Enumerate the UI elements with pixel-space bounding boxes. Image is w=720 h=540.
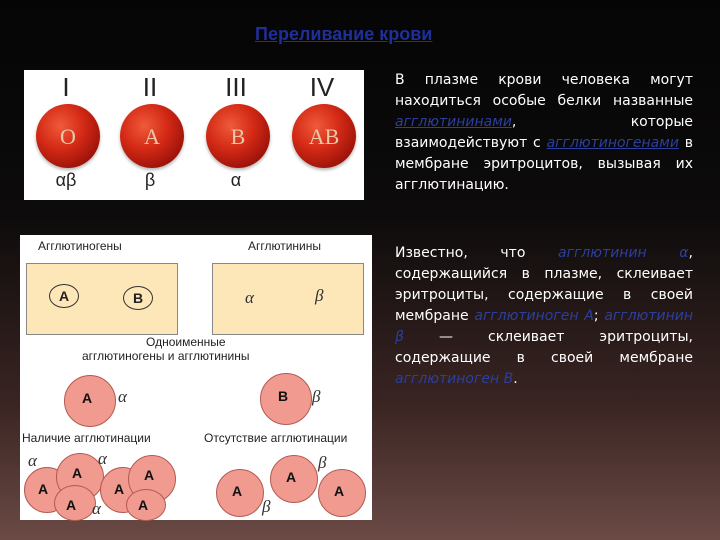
label-agglutination-present: Наличие агглютинации bbox=[22, 431, 151, 445]
text-fragment: . bbox=[513, 371, 518, 387]
group-antigen: O bbox=[60, 124, 76, 149]
agglutination-diagram: Агглютиногены Агглютинины A B α β Одноим… bbox=[20, 235, 372, 521]
label-agglutinins: Агглютинины bbox=[248, 239, 322, 253]
link-agglutinogens[interactable]: агглютиногенами bbox=[546, 135, 679, 151]
paragraph-agglutinins: В плазме крови человека могут находиться… bbox=[395, 70, 693, 196]
group-number: II bbox=[142, 72, 158, 102]
antigen-a-label: A bbox=[38, 481, 49, 497]
group-antigen: AB bbox=[308, 124, 340, 149]
text-fragment: — склеивает эритроциты, содержащие в сво… bbox=[395, 329, 693, 366]
agglutinin-beta-label: β bbox=[262, 497, 271, 516]
text-fragment: , содержащийся в плазме, склеивает эритр… bbox=[395, 245, 693, 324]
antigen-a-label: A bbox=[72, 465, 83, 481]
erythrocyte-cluster bbox=[126, 489, 166, 521]
label-agglutination-absent: Отсутствие агглютинации bbox=[204, 431, 348, 445]
text-fragment: в мембране эритроцитов, вызывая их агглю… bbox=[395, 135, 693, 193]
agglutinin-alpha-label: α bbox=[28, 451, 37, 470]
erythrocyte-a bbox=[64, 375, 116, 427]
label-agglutinogens: Агглютиногены bbox=[38, 239, 122, 253]
agglutinin-beta: β bbox=[315, 286, 324, 305]
antigen-a-label: A bbox=[66, 497, 77, 513]
erythrocyte bbox=[206, 104, 270, 168]
antigen-a-label: A bbox=[82, 390, 93, 406]
agglutinin-alpha-label: α bbox=[92, 499, 101, 518]
blood-group-2: II A β bbox=[110, 70, 190, 200]
agglutinin-alpha-label: α bbox=[118, 387, 127, 406]
antigen-a-label: A bbox=[114, 481, 125, 497]
antigen-b-label: B bbox=[278, 388, 289, 404]
group-number: III bbox=[225, 72, 247, 102]
group-antigen: B bbox=[230, 124, 246, 149]
erythrocyte-b bbox=[260, 373, 312, 425]
group-agglutinins: αβ bbox=[55, 170, 77, 190]
term-agglutinin-beta: агглютинин β bbox=[395, 308, 693, 345]
erythrocyte-free bbox=[318, 469, 366, 517]
antigen-a-label: A bbox=[138, 497, 149, 513]
erythrocyte bbox=[292, 104, 356, 168]
agglutinin-beta-label: β bbox=[312, 387, 321, 406]
erythrocyte-cluster bbox=[54, 485, 96, 521]
erythrocyte-free bbox=[216, 469, 264, 517]
blood-group-1: I O αβ bbox=[26, 70, 106, 200]
blood-groups-image: I O αβ II A β III B α IV AB bbox=[24, 70, 364, 200]
group-agglutinins: β bbox=[144, 170, 156, 190]
text-fragment: , которые взаимодействуют с bbox=[395, 114, 693, 151]
blood-group-3: III B α bbox=[196, 70, 276, 200]
antigen-a-label: A bbox=[144, 467, 155, 483]
group-number: I bbox=[62, 72, 70, 102]
erythrocyte-free bbox=[270, 455, 318, 503]
antigen-a-label: A bbox=[334, 483, 345, 499]
erythrocyte bbox=[36, 104, 100, 168]
erythrocyte bbox=[120, 104, 184, 168]
agglutinin-alpha-label: α bbox=[98, 449, 107, 468]
term-agglutinogen-b: агглютиноген В bbox=[395, 371, 514, 387]
antigen-b: B bbox=[123, 286, 153, 310]
antigen-a: A bbox=[49, 284, 79, 308]
page-title[interactable]: Переливание крови bbox=[255, 24, 433, 44]
agglutinogens-box: A B bbox=[26, 263, 178, 335]
text-fragment: В плазме крови человека могут находиться… bbox=[395, 72, 693, 109]
group-agglutinins: α bbox=[230, 170, 242, 190]
group-antigen: A bbox=[144, 124, 160, 149]
text-fragment: ; bbox=[593, 308, 605, 324]
label-same-line1: Одноименные bbox=[146, 335, 226, 349]
term-agglutinogen-a: агглютиноген А bbox=[474, 308, 594, 324]
antigen-a-label: A bbox=[286, 469, 297, 485]
paragraph-alpha-beta: Известно, что агглютинин α, содержащийся… bbox=[395, 243, 693, 390]
agglutinin-beta-label: β bbox=[318, 453, 327, 472]
label-same-line2: агглютиногены и агглютинины bbox=[82, 349, 250, 363]
blood-group-4: IV AB bbox=[282, 70, 362, 200]
link-agglutinins[interactable]: агглютининами bbox=[395, 114, 512, 130]
group-number: IV bbox=[309, 72, 335, 102]
text-fragment: Известно, что bbox=[395, 245, 559, 261]
term-agglutinin-alpha: агглютинин α bbox=[558, 245, 689, 261]
agglutinin-alpha: α bbox=[245, 288, 254, 307]
agglutinins-box: α β bbox=[212, 263, 364, 335]
antigen-a-label: A bbox=[232, 483, 243, 499]
